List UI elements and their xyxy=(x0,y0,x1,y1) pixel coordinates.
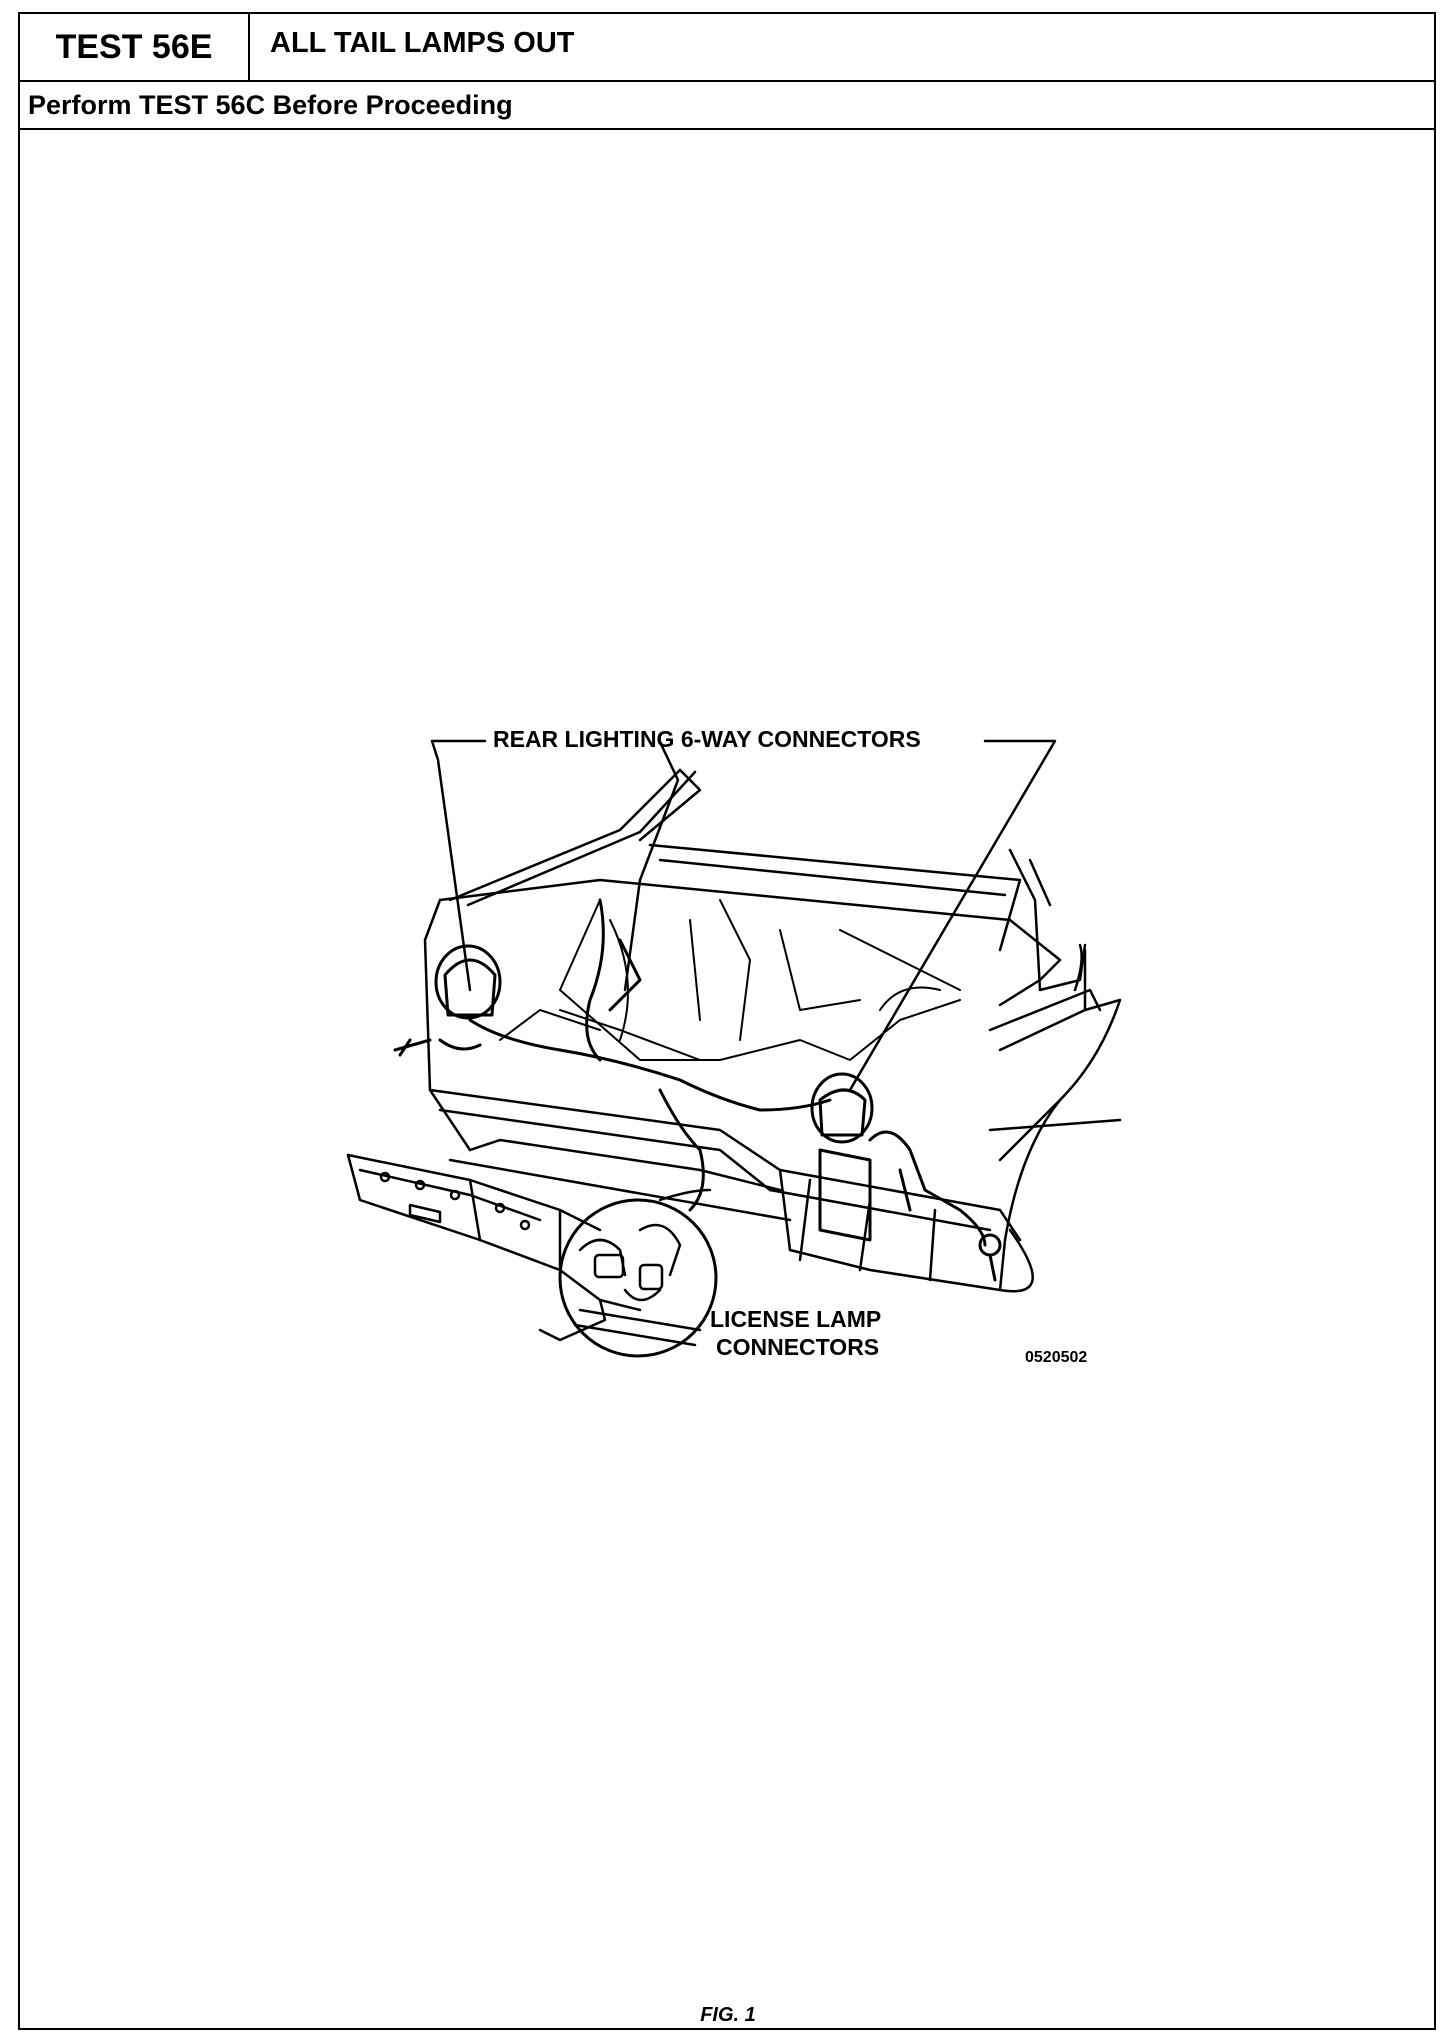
wiring-harness xyxy=(468,898,832,1212)
rear-body xyxy=(423,848,1122,1293)
callout-rear-lighting-connectors: REAR LIGHTING 6-WAY CONNECTORS xyxy=(493,726,921,752)
trunk-lid xyxy=(448,768,1022,952)
right-tail-lamp xyxy=(810,1072,1002,1282)
callout-license-lamp-line2: CONNECTORS xyxy=(716,1334,880,1360)
prerequisite-text: Perform TEST 56C Before Proceeding xyxy=(28,90,513,120)
test-id: TEST 56E xyxy=(20,14,250,80)
left-tail-lamp xyxy=(393,944,502,1057)
rear-panel xyxy=(428,1088,1022,1292)
figure-caption: FIG. 1 xyxy=(700,2004,756,2026)
callout-license-lamp-line1: LICENSE LAMP xyxy=(710,1306,882,1332)
prerequisite-row: Perform TEST 56C Before Proceeding xyxy=(20,82,1434,130)
trunk-interior xyxy=(499,899,961,1061)
drawing-code: 0520502 xyxy=(1025,1349,1088,1366)
callout-leaders xyxy=(430,739,1057,1092)
page-frame: TEST 56E ALL TAIL LAMPS OUT Perform TEST… xyxy=(18,12,1436,2030)
header-row: TEST 56E ALL TAIL LAMPS OUT xyxy=(20,14,1434,82)
test-title: ALL TAIL LAMPS OUT xyxy=(270,27,575,59)
bumper-reinforcement xyxy=(346,1153,642,1342)
license-lamp-detail-circle xyxy=(558,1188,718,1358)
